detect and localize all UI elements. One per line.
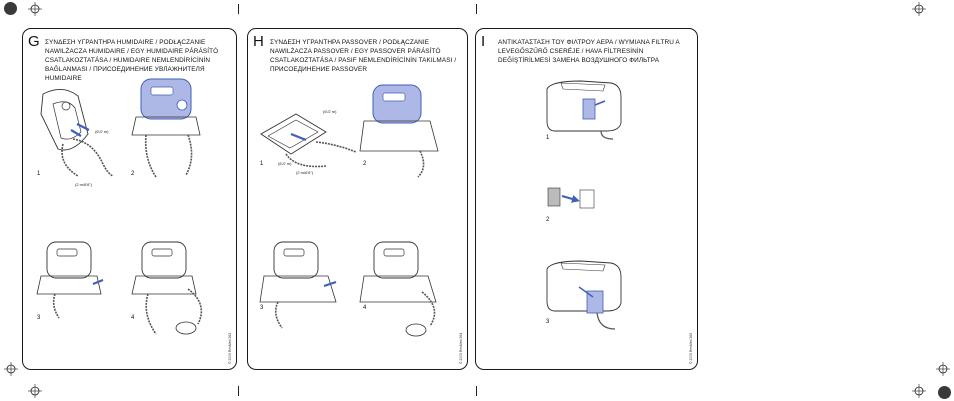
registration-mark-icon xyxy=(28,384,42,398)
humidifier-device-illustration xyxy=(131,78,201,178)
filter-replace-illustration xyxy=(547,187,595,209)
panel-h: H ΣΥΝΔΕΣΗ ΥΓΡΑΝΤΗΡΑ PASSOVER / PODŁĄCZAN… xyxy=(247,28,468,370)
step-number: 3 xyxy=(37,315,41,321)
registration-mark-icon xyxy=(912,2,926,16)
device-connect-illustration xyxy=(36,241,104,319)
panel-g: G ΣΥΝΔΕΣΗ ΥΓΡΑΝΤΗΡΑ HUMIDAIRE / PODŁĄCZA… xyxy=(22,28,237,370)
dimension-label: (6'/2 m) xyxy=(323,109,337,114)
panel-title: ΑΝΤΙΚΑΤΑΣΤΑΣΗ ΤΟΥ ΦΙΛΤΡΟΥ ΑΕΡΑ / WYMIANA… xyxy=(498,39,680,64)
passover-connect-illustration xyxy=(259,241,337,329)
crop-mark xyxy=(476,386,477,396)
panel-letter: I xyxy=(481,33,486,50)
passover-device-illustration xyxy=(359,84,439,178)
copyright-note: © 2005 ResMed 265 xyxy=(689,332,693,364)
registration-mark-icon xyxy=(912,384,926,398)
crop-mark xyxy=(238,4,239,14)
dimension-label: (6'/2 m) xyxy=(95,129,109,134)
dimension-label: (6'/2 m) xyxy=(278,161,292,166)
step-number: 3 xyxy=(546,319,550,325)
dimension-label: (2 m/6'6") xyxy=(296,170,314,175)
crop-mark xyxy=(476,4,477,14)
panel-letter: G xyxy=(28,33,40,50)
humidifier-top-view-illustration xyxy=(40,89,114,177)
step-number: 1 xyxy=(546,135,550,141)
step-number: 3 xyxy=(260,305,264,311)
passover-with-mask-illustration xyxy=(359,241,437,337)
passover-tray-illustration xyxy=(260,113,357,168)
corner-dot-top-left xyxy=(4,2,17,15)
panel-i: I ΑΝΤΙΚΑΤΑΣΤΑΣΗ ΤΟΥ ΦΙΛΤΡΟΥ ΑΕΡΑ / WYMIA… xyxy=(475,28,698,370)
filter-access-illustration xyxy=(546,80,622,140)
step-number: 4 xyxy=(363,305,367,311)
step-number: 4 xyxy=(131,315,135,321)
step-number: 2 xyxy=(363,161,367,167)
filter-insert-illustration xyxy=(546,260,622,330)
corner-dot-bottom-right xyxy=(938,386,951,399)
step-number: 2 xyxy=(546,217,550,223)
registration-mark-icon xyxy=(4,362,18,376)
copyright-note: © 2005 ResMed 264 xyxy=(459,332,463,364)
crop-mark xyxy=(238,386,239,396)
device-with-mask-illustration xyxy=(131,241,203,335)
step-number: 2 xyxy=(131,171,135,177)
panel-title: ΣΥΝΔΕΣΗ ΥΓΡΑΝΤΗΡΑ PASSOVER / PODŁĄCZANIE… xyxy=(270,39,457,73)
panel-title: ΣΥΝΔΕΣΗ ΥΓΡΑΝΤΗΡΑ HUMIDAIRE / PODŁĄCZANI… xyxy=(45,39,219,82)
registration-mark-icon xyxy=(28,2,42,16)
step-number: 1 xyxy=(37,171,41,177)
copyright-note: © 2005 ResMed 263 xyxy=(228,332,232,364)
registration-mark-icon xyxy=(936,362,950,376)
dimension-label: (2 m/6'6") xyxy=(75,182,93,187)
panel-letter: H xyxy=(253,33,264,50)
step-number: 1 xyxy=(260,161,264,167)
